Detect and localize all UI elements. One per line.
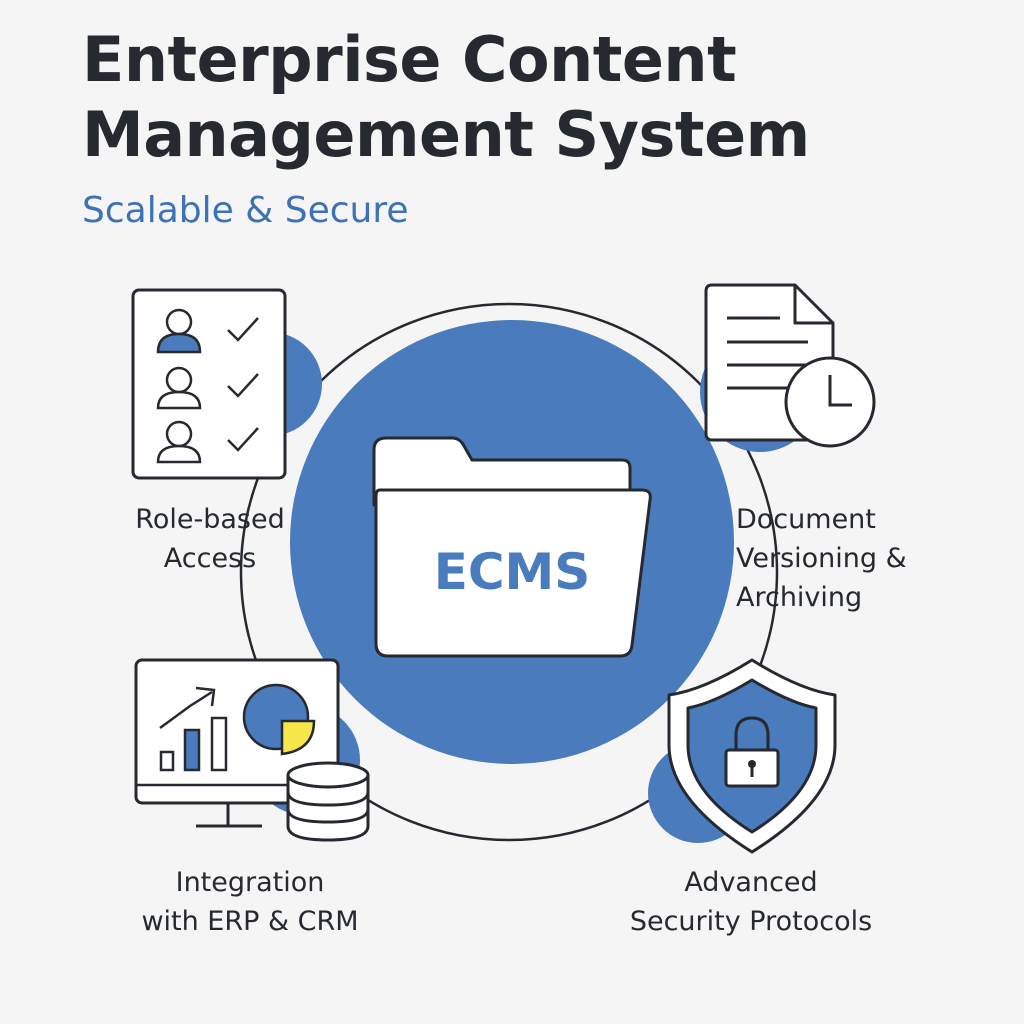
feature-label-line: Security Protocols [629,906,873,937]
user-checklist-icon [131,288,322,480]
orbit-ring [239,302,779,842]
feature-label-line: Access [163,543,257,574]
document-clock-icon [700,283,876,452]
feature-label-line: with ERP & CRM [141,906,359,937]
title-line-2: Management System [82,98,810,171]
shield-lock-icon [648,658,837,854]
title-line-1: Enterprise Content [82,23,737,96]
feature-label-line: Archiving [736,582,863,613]
folder-icon [372,436,652,658]
feature-label-line: Integration [175,867,325,898]
feature-label-role-access: Role-based Access [110,500,310,578]
feature-label-line: Role-based [135,504,285,535]
feature-label-line: Document [736,504,876,535]
feature-label-security: Advanced Security Protocols [596,863,906,941]
feature-label-integration: Integration with ERP & CRM [110,863,390,941]
center-label: ECMS [434,543,591,601]
feature-label-document-versioning: Document Versioning & Archiving [736,500,996,617]
analytics-monitor-database-icon [134,658,370,842]
feature-label-line: Versioning & [736,543,907,574]
feature-label-line: Advanced [684,867,818,898]
page-subtitle: Scalable & Secure [82,190,409,231]
page-title: Enterprise Content Management System [82,22,810,172]
